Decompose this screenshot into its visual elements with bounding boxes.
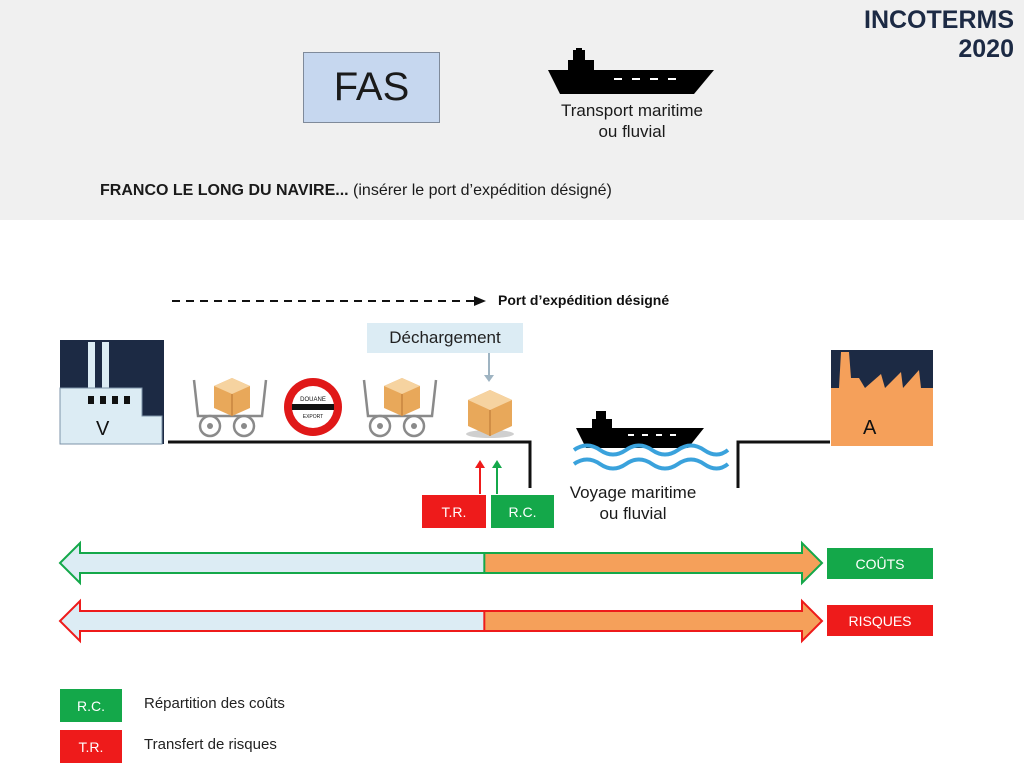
legend-risk-transfer-tag: T.R. (60, 730, 122, 763)
factory-icon (831, 350, 933, 446)
box-trolley-icon (362, 378, 438, 438)
customs-sign-line-1: DOUANE (300, 397, 326, 403)
customs-sign-icon: DOUANE EXPORT (284, 378, 342, 436)
costs-bar (58, 540, 824, 586)
costs-label: COÛTS (827, 548, 933, 579)
cargo-box-icon (466, 390, 514, 438)
unloading-label-box: Déchargement (367, 323, 523, 353)
rule-place: (insérer le port d’expédition désigné) (353, 182, 612, 199)
risks-label: RISQUES (827, 605, 933, 636)
costs-bar-seller-segment (60, 543, 485, 583)
cargo-ship-icon (576, 411, 704, 448)
costs-bar-buyer-segment (484, 543, 822, 583)
risks-bar-outline (58, 598, 824, 644)
risks-bar-seller-segment (60, 601, 485, 641)
brand-title: INCOTERMS 2020 (864, 6, 1014, 64)
voyage-line-2: ou fluvial (599, 504, 667, 523)
legend-risk-transfer-text: Transfert de risques (144, 736, 277, 753)
port-label: Port d’expédition désigné (498, 292, 670, 308)
brand-line-2: 2020 (958, 35, 1014, 63)
customs-sign-line-2: EXPORT (303, 414, 323, 420)
transport-mode-line-1: Transport maritime (560, 101, 703, 120)
cargo-ship-icon (548, 48, 714, 94)
seller-label: V (96, 418, 110, 440)
allocation-bars (58, 540, 824, 644)
rule-name: FRANCO LE LONG DU NAVIRE... (100, 182, 349, 199)
rule-title: FRANCO LE LONG DU NAVIRE... (insérer le … (100, 182, 612, 200)
warehouse-icon (59, 340, 164, 445)
incoterm-code-box: FAS (303, 52, 440, 123)
legend-cost-split-text: Répartition des coûts (144, 695, 285, 712)
risks-bar (58, 598, 824, 644)
cost-split-tag: R.C. (491, 495, 554, 528)
transport-mode-caption: Transport maritime ou fluvial (532, 100, 732, 142)
brand-line-1: INCOTERMS (864, 6, 1014, 34)
waves-icon (572, 443, 730, 471)
transport-mode-line-2: ou fluvial (598, 122, 666, 141)
buyer-label: A (863, 417, 877, 439)
route-ground (168, 440, 830, 488)
unloading-label: Déchargement (389, 328, 501, 347)
risk-transfer-tag: T.R. (422, 495, 486, 528)
transfer-point-arrows (475, 460, 502, 494)
dashed-arrow (172, 296, 486, 306)
risks-bar-buyer-segment (484, 601, 822, 641)
voyage-caption: Voyage maritime ou fluvial (548, 482, 718, 524)
legend-cost-split-tag: R.C. (60, 689, 122, 722)
voyage-line-1: Voyage maritime (569, 483, 697, 502)
box-trolley-icon (192, 378, 268, 438)
incoterm-code: FAS (333, 65, 410, 109)
header-band (0, 0, 1024, 220)
costs-bar-outline (58, 540, 824, 586)
callout-pointer (484, 353, 494, 382)
